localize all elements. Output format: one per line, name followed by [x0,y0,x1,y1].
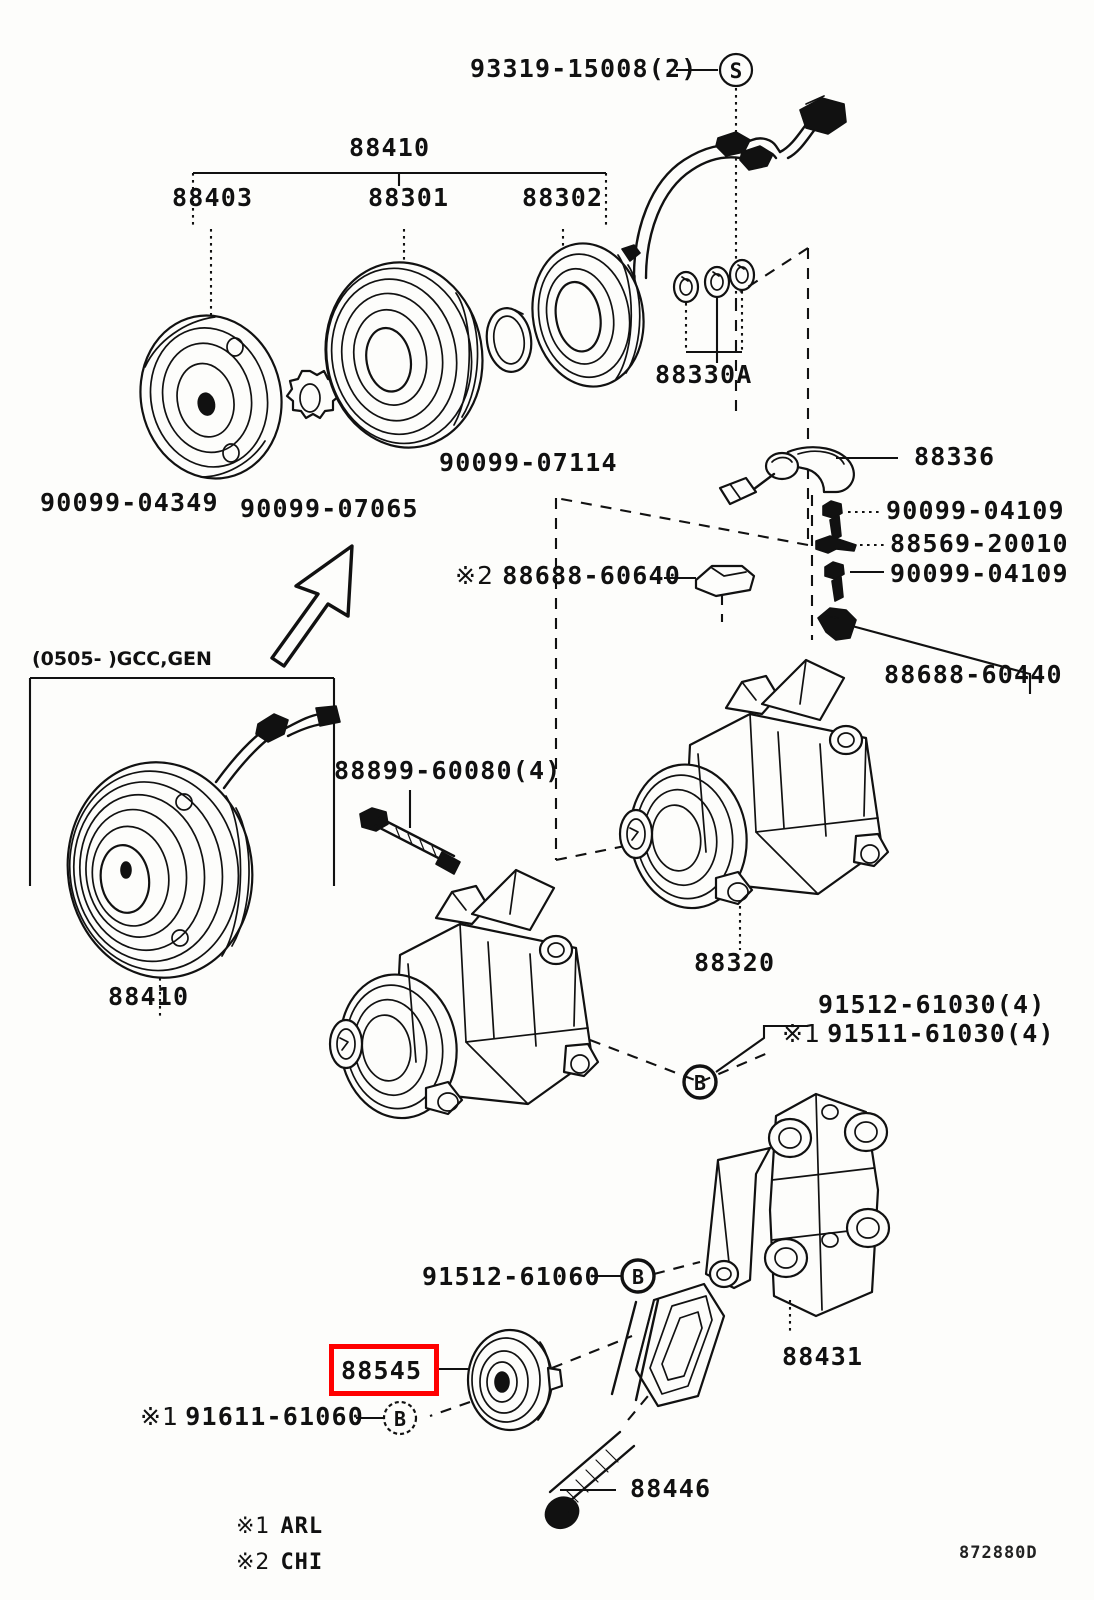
footnote-2-text: CHI [280,1550,324,1575]
part-label-90099-07065: 90099-07065 [240,494,419,523]
part-number-text: 91511-61030(4) [827,1019,1055,1048]
part-label-90099-04109-lower: 90099-04109 [890,559,1069,588]
part-number-text: 91611-61060 [185,1402,365,1431]
footnote-1: ※1 ARL [236,1516,323,1538]
reference-mark-2: ※2 [236,1550,271,1575]
svg-text:B: B [394,1407,406,1431]
svg-text:B: B [694,1071,706,1095]
diagram-code: 872880D [959,1543,1038,1563]
part-label-88330A: 88330A [655,360,753,389]
reference-mark-1: ※1 [782,1019,822,1048]
reference-mark-1: ※1 [140,1402,180,1431]
part-number-text: 88688-60640 [502,561,682,590]
reference-mark-1: ※1 [236,1514,271,1539]
part-label-88320: 88320 [694,948,776,977]
part-label-88302: 88302 [522,183,604,212]
part-label-88446: 88446 [630,1474,712,1503]
part-label-88899-60080: 88899-60080(4) [334,756,562,785]
footnote-1-text: ARL [280,1514,324,1539]
part-label-88545: 88545 [341,1356,423,1385]
highlight-box-88545 [329,1344,439,1396]
part-label-90099-04349: 90099-04349 [40,488,219,517]
part-label-88410-lower: 88410 [108,982,190,1011]
part-label-88301: 88301 [368,183,450,212]
svg-text:B: B [632,1265,644,1289]
part-label-93319-15008: 93319-15008(2) [470,54,698,83]
svg-text:S: S [730,59,743,83]
part-label-90099-07114: 90099-07114 [439,448,618,477]
part-label-88403: 88403 [172,183,254,212]
group-box-label: (0505- )GCC,GEN [32,648,212,670]
reference-mark-2: ※2 [455,561,495,590]
part-label-90099-04109-upper: 90099-04109 [886,496,1065,525]
part-label-88431: 88431 [782,1342,864,1371]
part-label-88410-top: 88410 [349,133,431,162]
part-label-88569-20010: 88569-20010 [890,529,1069,558]
part-label-91512-61060: 91512-61060 [422,1262,601,1291]
part-label-88688-60440: 88688-60440 [884,660,1063,689]
part-label-88336: 88336 [914,442,996,471]
footnote-2: ※2 CHI [236,1552,323,1574]
part-label-91512-61030: 91512-61030(4) [818,990,1046,1019]
